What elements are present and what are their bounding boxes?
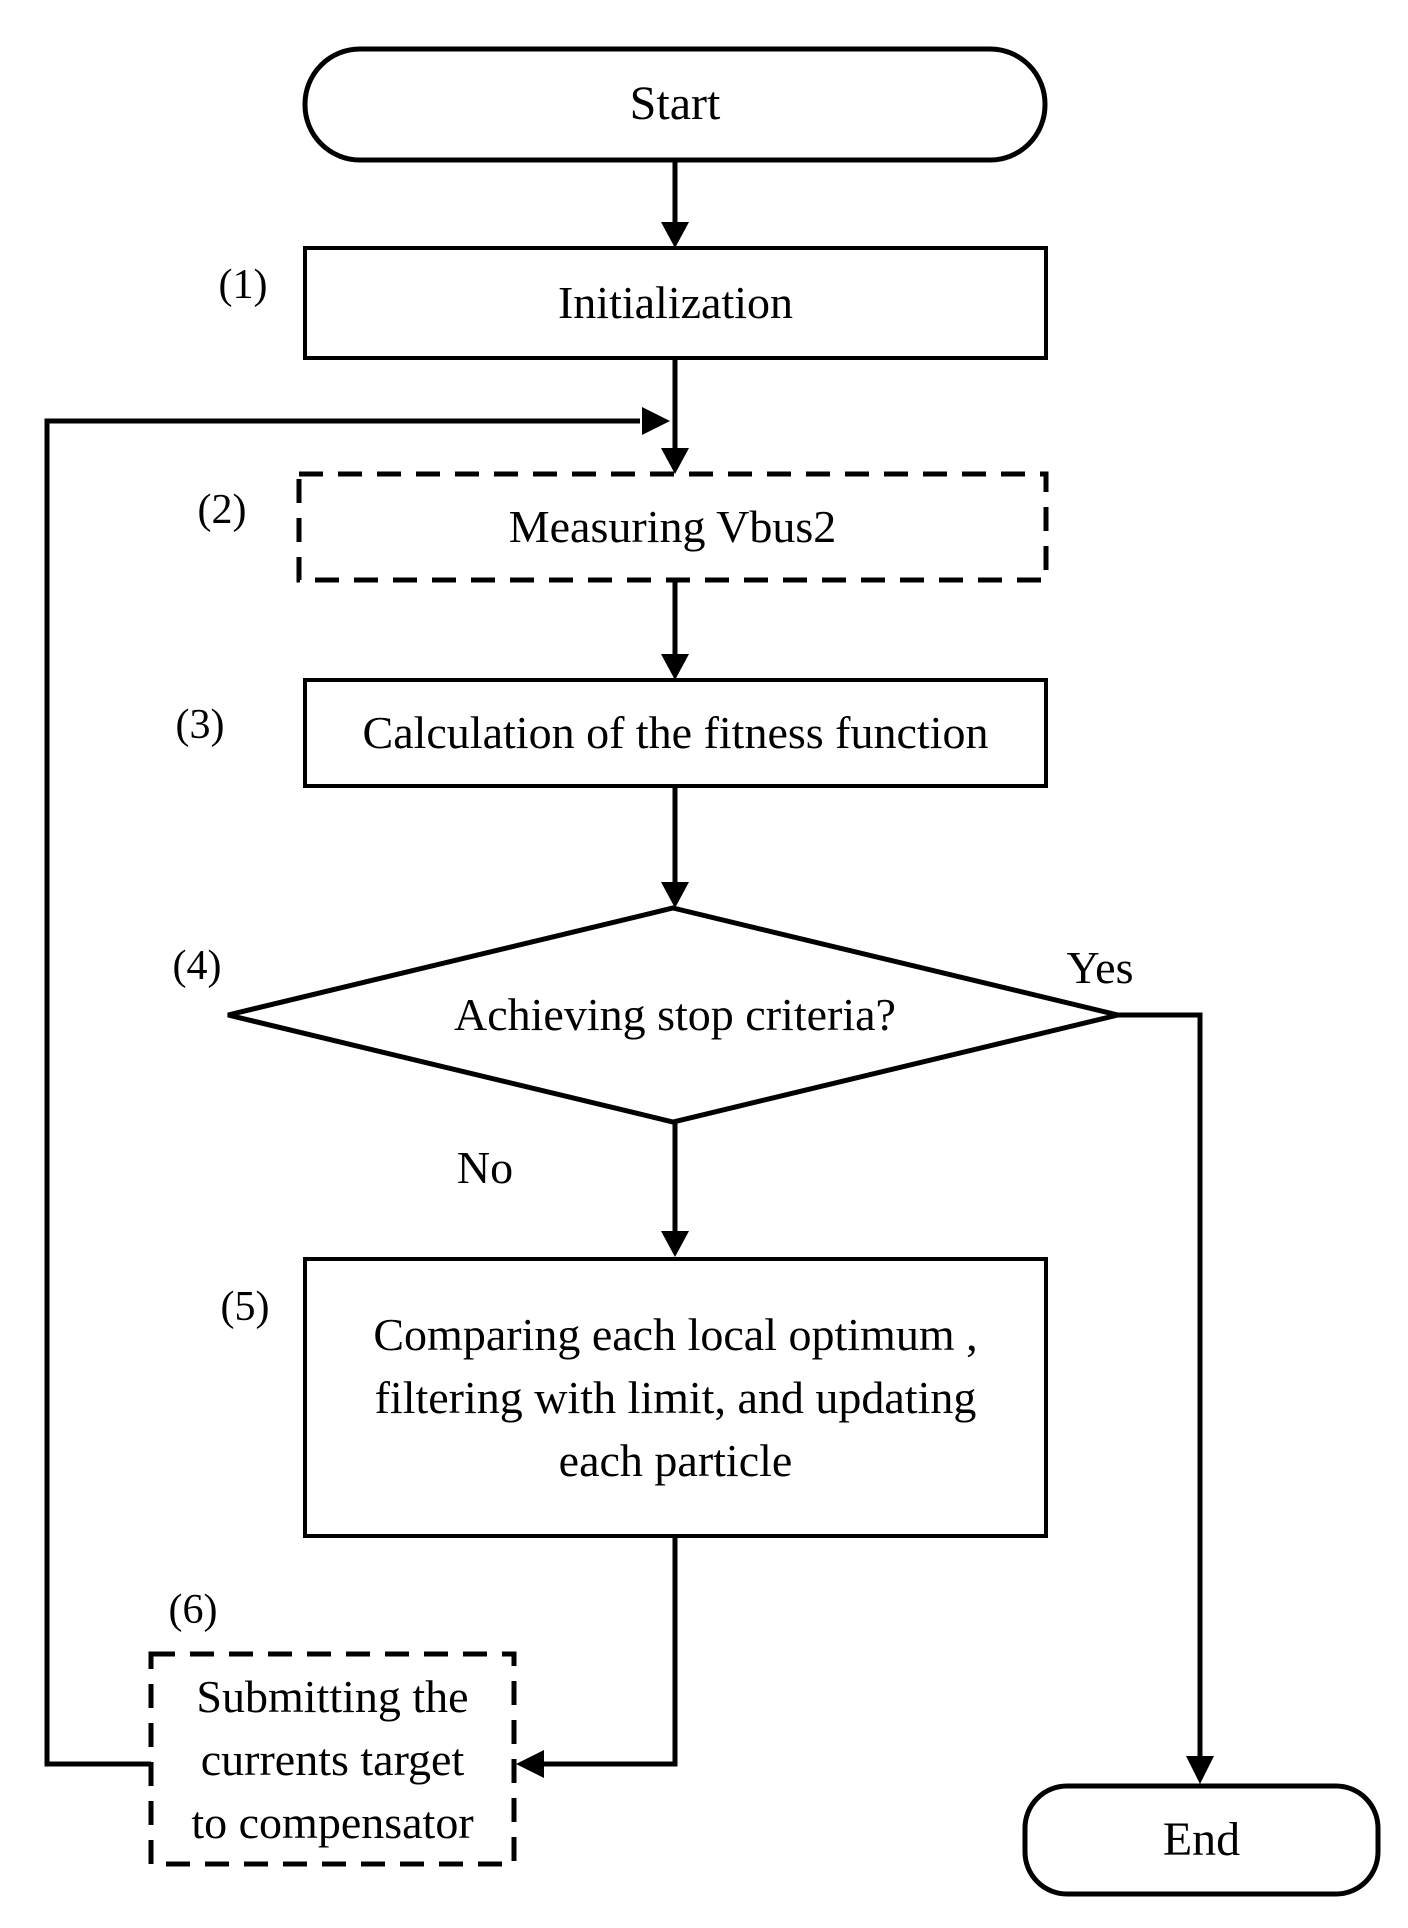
arrowhead-down-icon	[1186, 1756, 1214, 1784]
edge-step3-to-step4	[661, 786, 689, 908]
step2-label: Measuring Vbus2	[508, 500, 837, 552]
arrowhead-left-icon	[516, 1750, 544, 1778]
step3-box	[303, 678, 1048, 788]
step2-number: (2)	[197, 486, 247, 533]
edge-step2-to-step3	[661, 580, 689, 680]
step4-decision-diamond	[227, 905, 1119, 1125]
arrowhead-right-icon	[642, 407, 670, 435]
step6-label: Submitting the currents target to compen…	[151, 1654, 514, 1864]
step1-number: (1)	[218, 261, 268, 308]
step5-line-3: each particle	[558, 1435, 793, 1486]
arrowhead-down-icon	[661, 222, 689, 248]
yes-branch-label: Yes	[1066, 941, 1134, 993]
step5-number: (5)	[220, 1283, 270, 1330]
step6-line-3: to compensator	[191, 1796, 474, 1848]
step5-label: Comparing each local optimum , filtering…	[305, 1259, 1046, 1536]
arrowhead-down-icon	[661, 654, 689, 680]
arrowhead-down-icon	[661, 1231, 689, 1257]
step6-line-2: currents target	[200, 1733, 465, 1785]
step4-number: (4)	[172, 942, 222, 989]
step2-dashed-box	[296, 471, 1049, 583]
step6-dashed-box	[148, 1651, 517, 1867]
step5-box	[303, 1257, 1048, 1538]
no-branch-label: No	[456, 1141, 514, 1193]
arrowhead-down-icon	[661, 448, 689, 474]
edge-start-to-step1	[661, 160, 689, 248]
arrowhead-down-icon	[661, 882, 689, 908]
step6-number: (6)	[168, 1586, 218, 1633]
step1-box	[303, 246, 1048, 360]
start-node-shape	[302, 46, 1048, 163]
step4-label: Achieving stop criteria?	[454, 988, 896, 1040]
step5-line-1: Comparing each local optimum ,	[373, 1309, 978, 1360]
edge-feedback-loop	[44, 407, 670, 1767]
edge-step4-no-to-step5	[661, 1122, 689, 1257]
start-node-label: Start	[629, 77, 721, 131]
edge-step1-to-step2	[661, 358, 689, 474]
step3-number: (3)	[175, 701, 225, 748]
step1-label: Initialization	[557, 276, 794, 328]
step3-label: Calculation of the fitness function	[362, 706, 989, 758]
edge-step5-to-step6	[516, 1538, 678, 1778]
step5-line-2: filtering with limit, and updating	[374, 1372, 977, 1423]
edge-step4-yes-to-end	[1118, 1012, 1214, 1784]
step6-line-1: Submitting the	[196, 1670, 469, 1722]
end-node-shape	[1022, 1783, 1381, 1897]
end-node-label: End	[1162, 1812, 1241, 1866]
